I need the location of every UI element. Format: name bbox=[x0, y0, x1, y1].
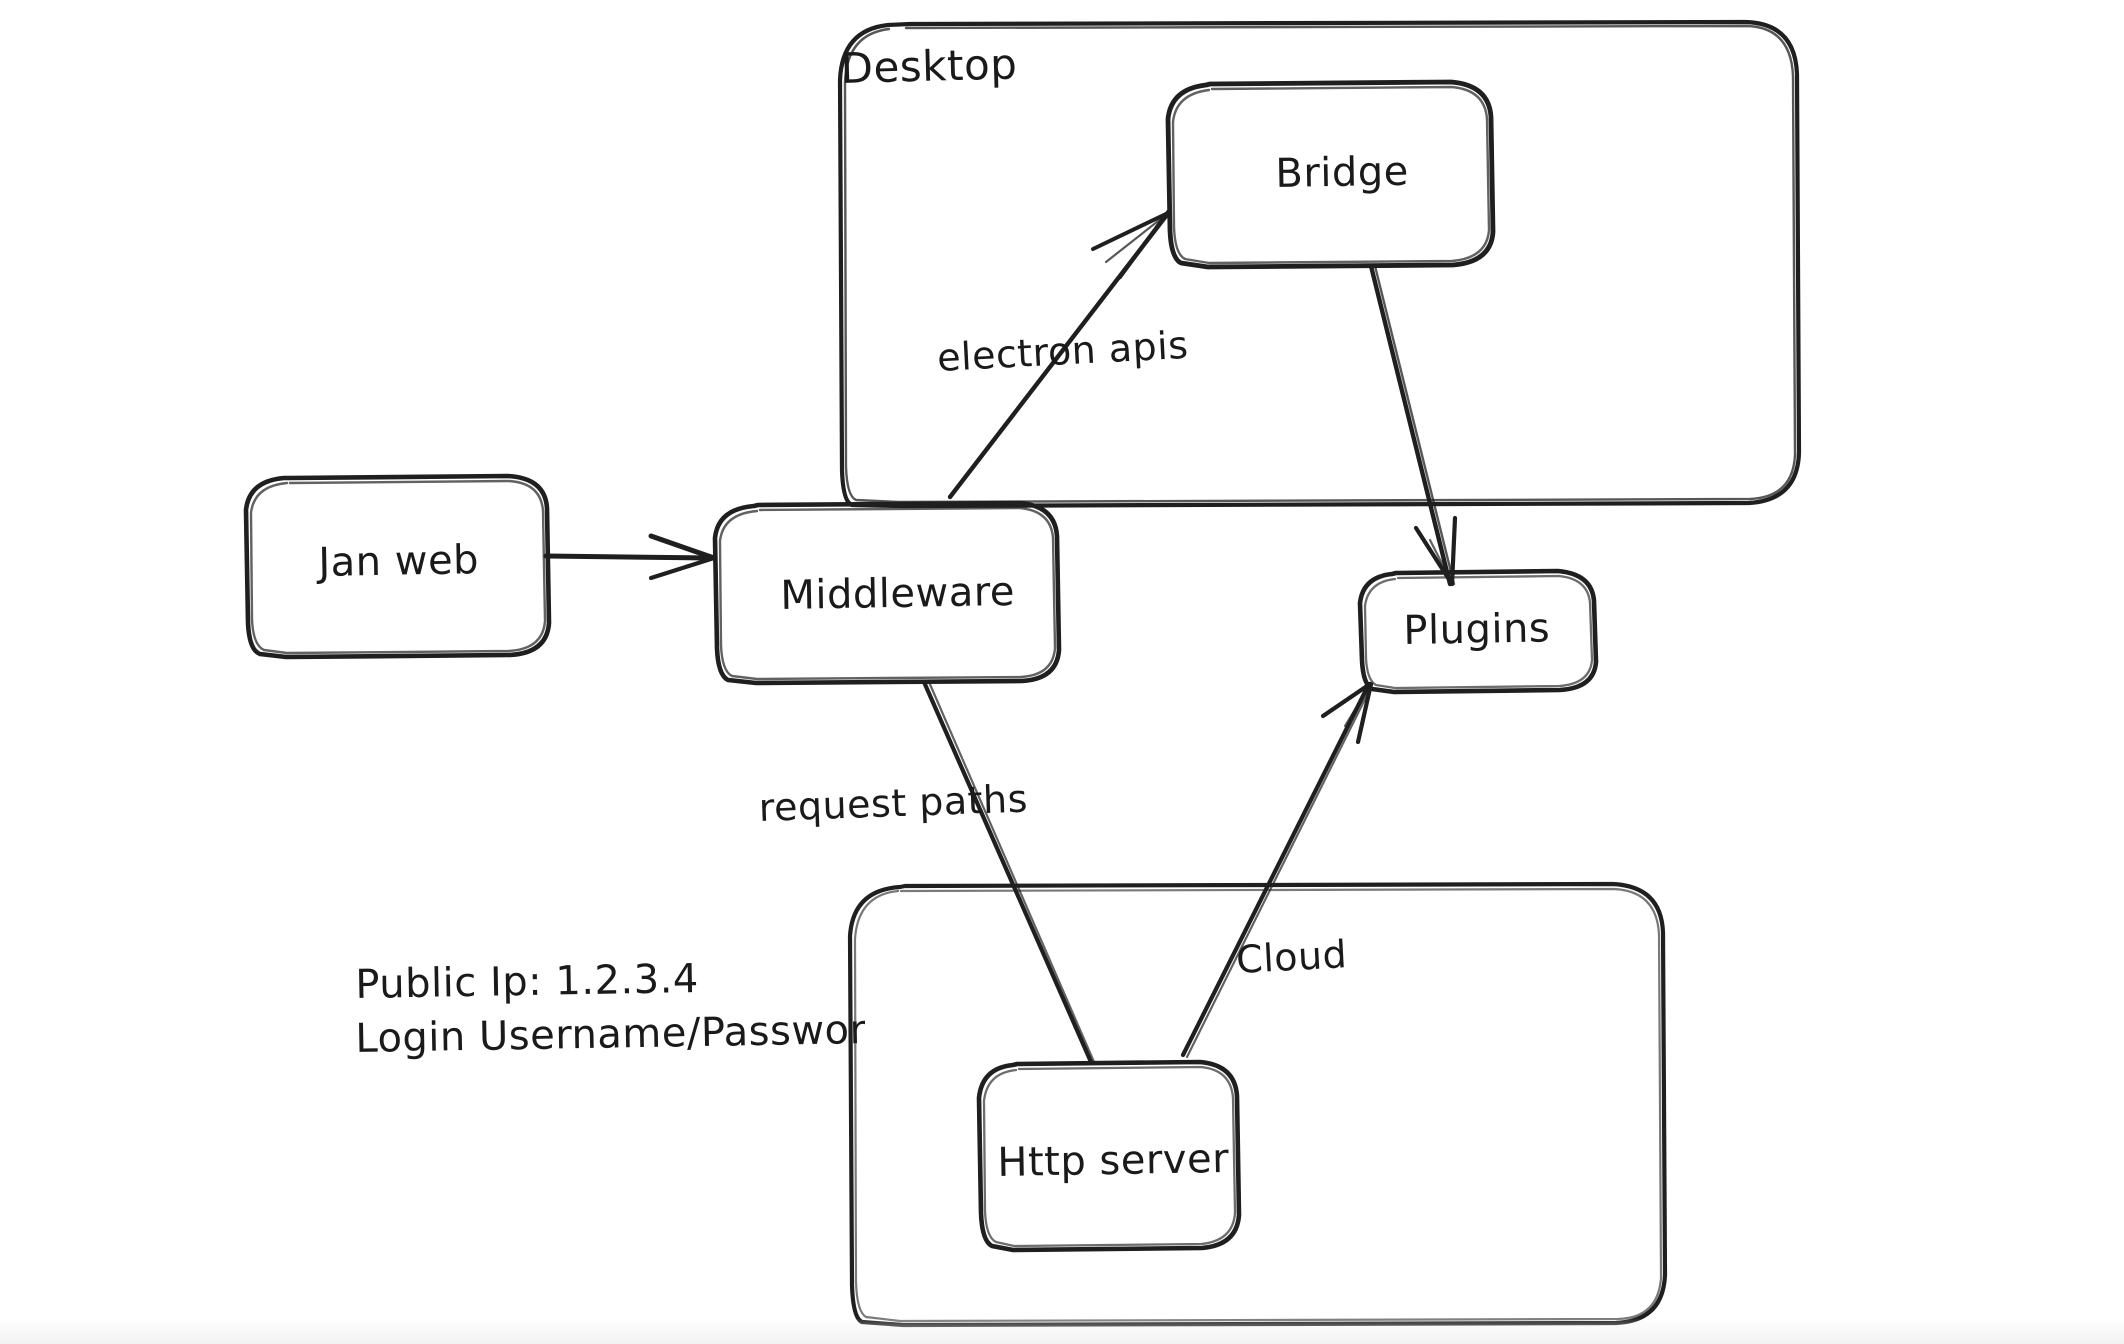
node-http-server-outline bbox=[976, 1059, 1242, 1253]
node-middleware-outline bbox=[712, 500, 1062, 686]
edge-label-request-paths: request paths bbox=[758, 776, 1029, 830]
edge-middleware-to-bridge bbox=[947, 210, 1170, 500]
group-label-desktop: Desktop bbox=[840, 39, 1018, 93]
node-jan-web-outline bbox=[243, 473, 552, 660]
edge-http-server-to-plugins bbox=[1180, 681, 1374, 1059]
node-label-middleware[interactable]: Middleware bbox=[780, 568, 1016, 619]
edge-middleware-to-http-server bbox=[921, 679, 1096, 1065]
node-plugins-outline bbox=[1357, 568, 1599, 695]
node-bridge-outline bbox=[1165, 79, 1496, 270]
note-login-credentials: Login Username/Password bbox=[355, 1012, 865, 1062]
node-label-plugins[interactable]: Plugins bbox=[1403, 605, 1551, 654]
note-public-ip: Public Ip: 1.2.3.4 bbox=[355, 956, 700, 1008]
node-label-bridge[interactable]: Bridge bbox=[1275, 148, 1410, 197]
note-login-credentials-clip: Login Username/Password bbox=[355, 1012, 865, 1074]
node-label-jan-web[interactable]: Jan web bbox=[318, 537, 480, 586]
edge-label-cloud: Cloud bbox=[1235, 932, 1349, 982]
group-desktop-outline bbox=[837, 19, 1802, 509]
edge-bridge-to-plugins bbox=[1368, 263, 1458, 587]
node-label-http-server[interactable]: Http server bbox=[997, 1135, 1230, 1186]
edge-jan-web-to-middleware bbox=[543, 533, 717, 581]
